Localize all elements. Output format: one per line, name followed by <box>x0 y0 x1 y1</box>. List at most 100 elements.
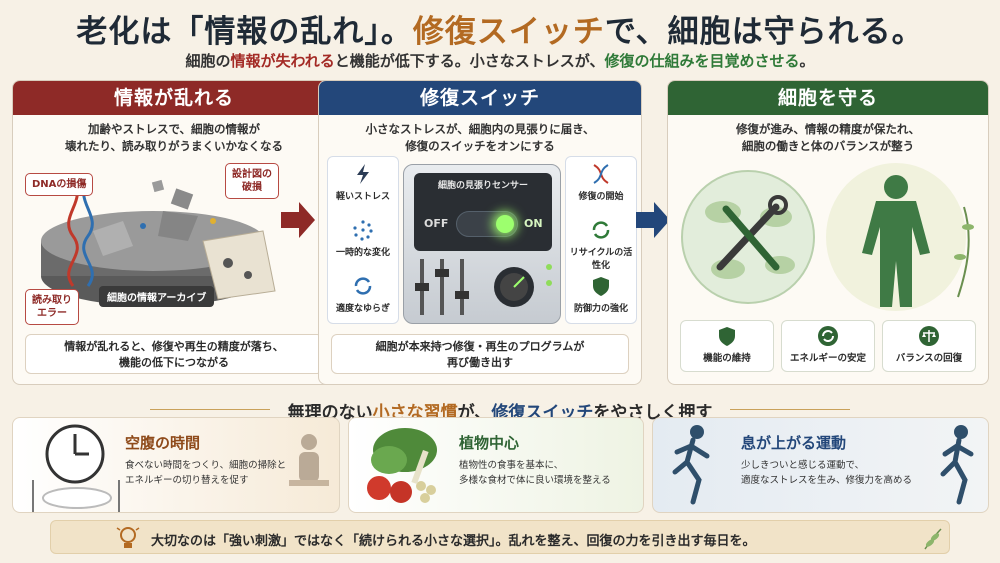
habit-card-exercise: 息が上がる運動 少しきついと感じる運動で、 適度なストレスを生み、修復力を高める <box>652 417 989 513</box>
item-defense-strengthening: 防御力の強化 <box>566 269 636 325</box>
stress-inputs-box: 軽いストレス 一時的な変化 適度なゆらぎ <box>327 156 399 324</box>
shield-icon <box>593 277 609 296</box>
habit-body-1-line1: 植物性の食事を基本に、 <box>459 460 564 471</box>
panel2-heading: 修復スイッチ <box>319 81 641 115</box>
arrow-right-icon-2 <box>636 202 670 238</box>
panel2-foot-line2: 再び働き出す <box>447 356 513 369</box>
title-highlight: 修復スイッチ <box>412 14 605 50</box>
shield-icon <box>719 327 735 346</box>
panel1-desc-line2: 壊れたり、読み取りがうまくいかなくなる <box>64 139 284 153</box>
panel1-heading: 情報が乱れる <box>13 81 335 115</box>
right-item-0: 修復の開始 <box>578 192 624 202</box>
subtitle-part1: 細胞の <box>185 52 231 70</box>
habit-title-0: 空腹の時間 <box>125 434 201 452</box>
subtitle-red: 情報が失われる <box>230 52 335 70</box>
runner-icon <box>672 425 710 505</box>
panel3-description: 修復が進み、情報の精度が保たれ、 細胞の働きと体のバランスが整う <box>668 121 988 155</box>
dna-icon <box>593 164 609 184</box>
habit-card-fasting: 空腹の時間 食べない時間をつくり、細胞の掃除と エネルギーの切り替えを促す <box>12 417 340 513</box>
cycle-arrows-icon <box>354 277 372 295</box>
recycle-icon <box>592 221 610 239</box>
item-temporary-change: 一時的な変化 <box>328 213 398 269</box>
sliders-and-dial-icon <box>415 259 552 315</box>
panel2-footer: 細胞が本来持つ修復・再生のプログラムが 再び働き出す <box>331 334 629 374</box>
dots-ring-icon <box>353 220 373 241</box>
balance-scale-icon <box>919 326 939 346</box>
habit-body-2-line2: 適度なストレスを生み、修復力を高める <box>741 475 913 486</box>
benefit-balance-recovery: バランスの回復 <box>882 320 976 372</box>
item-moderate-fluctuation: 適度なゆらぎ <box>328 269 398 325</box>
archive-label: 細胞の情報アーカイブ <box>99 286 215 307</box>
arrow-right-icon <box>281 202 315 238</box>
runner-icon-2 <box>940 425 974 505</box>
tag-blueprint-line2: 破損 <box>242 182 262 193</box>
benefit-label-2: バランスの回復 <box>895 353 963 364</box>
left-item-1: 一時的な変化 <box>335 248 390 258</box>
habit-body-1: 植物性の食事を基本に、 多様な食材で体に良い環境を整える <box>459 458 611 488</box>
panel1-foot-line1: 情報が乱れると、修復や再生の精度が落ち、 <box>64 340 284 353</box>
habit-body-0: 食べない時間をつくり、細胞の掃除と エネルギーの切り替えを促す <box>125 458 286 488</box>
benefit-energy-stability: エネルギーの安定 <box>781 320 875 372</box>
panel2-desc-line1: 小さなストレスが、細胞内の見張りに届き、 <box>365 122 595 136</box>
title-part1: 老化は「情報の乱れ」。 <box>76 14 413 50</box>
tag-dna-damage: DNAの損傷 <box>25 173 94 196</box>
subtitle-part3: 。 <box>799 52 815 70</box>
lightbulb-icon <box>116 527 140 548</box>
benefit-function-maintenance: 機能の維持 <box>680 320 774 372</box>
habit-title-1: 植物中心 <box>459 434 520 452</box>
panel1-desc-line1: 加齢やストレスで、細胞の情報が <box>87 122 261 136</box>
panel3-heading: 細胞を守る <box>668 81 988 115</box>
item-light-stress: 軽いストレス <box>328 157 398 213</box>
panel1-footer: 情報が乱れると、修復や再生の精度が落ち、 機能の低下につながる <box>25 334 323 374</box>
tag-blueprint-damage: 設計図の 破損 <box>225 163 279 199</box>
panel3-desc-line1: 修復が進み、情報の精度が保たれ、 <box>735 122 921 136</box>
habit-body-0-line1: 食べない時間をつくり、細胞の掃除と <box>125 460 287 471</box>
benefit-label-0: 機能の維持 <box>703 353 751 364</box>
title-part3: で、細胞は守られる。 <box>604 14 924 50</box>
panel2-foot-line1: 細胞が本来持つ修復・再生のプログラムが <box>375 340 585 353</box>
habit-body-2-line1: 少しきついと感じる運動で、 <box>741 460 865 471</box>
right-item-1: リサイクルの活性化 <box>569 248 633 271</box>
leaf-sprig-icon <box>924 528 942 550</box>
panel-protect-cells: 細胞を守る 修復が進み、情報の精度が保たれ、 細胞の働きと体のバランスが整う 機… <box>667 80 989 385</box>
vegetables-icon <box>367 428 437 503</box>
person-sitting-illustration <box>289 434 329 486</box>
switch-on-label: ON <box>524 217 543 230</box>
page-title: 老化は「情報の乱れ」。修復スイッチで、細胞は守られる。 <box>0 6 1000 51</box>
clock-and-plate-icon <box>32 424 120 512</box>
page-subtitle: 細胞の情報が失われると機能が低下する。小さなストレスが、修復の仕組みを目覚めさせ… <box>0 50 1000 71</box>
sensor-screen: 細胞の見張りセンサー OFF ON <box>414 173 552 251</box>
switch-off-label: OFF <box>424 217 449 230</box>
subtitle-green: 修復の仕組みを目覚めさせる <box>604 52 800 70</box>
left-item-0: 軽いストレス <box>335 192 390 202</box>
panel2-description: 小さなストレスが、細胞内の見張りに届き、 修復のスイッチをオンにする <box>319 121 641 155</box>
repair-outputs-box: 修復の開始 リサイクルの活性化 防御力の強化 <box>565 156 637 324</box>
habit-body-2: 少しきついと感じる運動で、 適度なストレスを生み、修復力を高める <box>741 458 912 488</box>
repair-toggle-switch[interactable] <box>456 211 518 237</box>
cell-and-body-illustration <box>681 163 974 311</box>
tag-read-line1: 読み取り <box>32 295 72 306</box>
toggle-knob <box>496 215 514 233</box>
divider-left <box>150 409 270 410</box>
habit-body-0-line2: エネルギーの切り替えを促す <box>125 475 249 486</box>
panel-information-disorder: 情報が乱れる 加齢やストレスで、細胞の情報が 壊れたり、読み取りがうまくいかなく… <box>12 80 336 385</box>
tag-read-error: 読み取り エラー <box>25 289 79 325</box>
habit-card-plant-based: 植物中心 植物性の食事を基本に、 多様な食材で体に良い環境を整える <box>348 417 644 513</box>
sensor-title: 細胞の見張りセンサー <box>437 181 528 191</box>
panel3-desc-line2: 細胞の働きと体のバランスが整う <box>741 139 915 153</box>
panel1-description: 加齢やストレスで、細胞の情報が 壊れたり、読み取りがうまくいかなくなる <box>13 121 335 155</box>
sensor-device: 細胞の見張りセンサー OFF ON <box>403 164 561 324</box>
bottom-message-bar: 大切なのは「強い刺激」ではなく「続けられる小さな選択」。乱れを整え、回復の力を引… <box>50 520 950 554</box>
left-item-2: 適度なゆらぎ <box>335 304 390 314</box>
habit-body-1-line2: 多様な食材で体に良い環境を整える <box>459 475 611 486</box>
panel-repair-switch: 修復スイッチ 小さなストレスが、細胞内の見張りに届き、 修復のスイッチをオンにす… <box>318 80 642 385</box>
item-repair-start: 修復の開始 <box>566 157 636 213</box>
bottom-message: 大切なのは「強い刺激」ではなく「続けられる小さな選択」。乱れを整え、回復の力を引… <box>151 534 756 549</box>
tag-blueprint-line1: 設計図の <box>232 169 272 180</box>
panel1-foot-line2: 機能の低下につながる <box>119 356 229 369</box>
lightning-icon <box>357 164 369 184</box>
panel2-desc-line2: 修復のスイッチをオンにする <box>405 139 555 153</box>
right-item-2: 防御力の強化 <box>573 304 628 314</box>
divider-right <box>730 409 850 410</box>
recycle-icon <box>818 326 838 346</box>
